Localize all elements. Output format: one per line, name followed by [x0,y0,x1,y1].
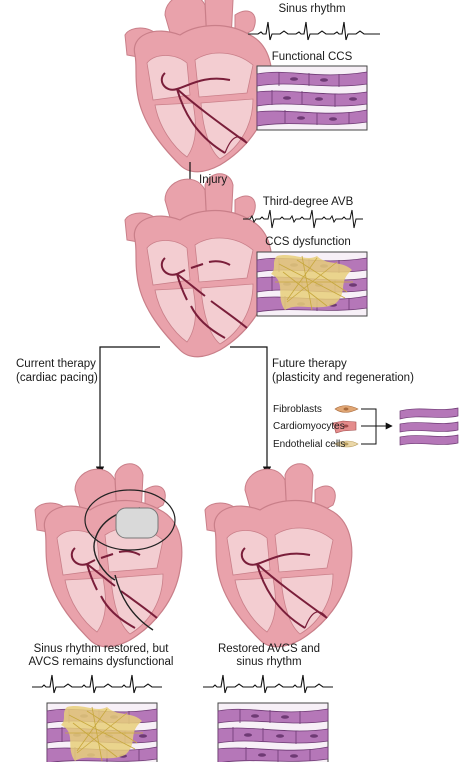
regenerated-fibers [399,407,459,446]
ecg-sinus-top [248,21,380,41]
pacemaker-outline [84,489,176,551]
fibers-bottom-right [217,702,329,762]
label-ccs-dysfunction: CCS dysfunction [265,236,351,248]
label-sinus-rhythm: Sinus rhythm [278,3,346,15]
label-functional-ccs: Functional CCS [271,51,353,63]
cardiomyocyte-cell [332,420,357,434]
label-future-therapy-detail: (plasticity and regeneration) [272,372,414,384]
fibers-functional [256,65,368,131]
label-injury: Injury [199,174,228,186]
label-outcome-left-2: AVCS remains dysfunctional [28,656,174,668]
branch-future [230,346,272,475]
ecg-bottom-right [203,674,333,694]
fibers-bottom-left [46,702,158,762]
heart-healthy [124,0,273,173]
cells-bracket [361,408,377,445]
label-outcome-right-1: Restored AVCS and [217,643,321,655]
heart-paced [34,463,183,648]
label-future-therapy: Future therapy [272,358,347,370]
ecg-avb [243,209,363,229]
label-fibroblasts: Fibroblasts [273,404,322,415]
heart-restored [204,463,353,648]
label-third-degree-avb: Third-degree AVB [262,196,354,208]
pacemaker-device [115,507,159,539]
label-current-therapy: Current therapy [16,358,96,370]
label-outcome-left-1: Sinus rhythm restored, but [33,643,169,655]
heart-injured [124,173,273,358]
fibroblast-cell [334,405,359,413]
label-current-therapy-detail: (cardiac pacing) [16,372,98,384]
label-outcome-right-2: sinus rhythm [236,656,302,668]
ecg-bottom-left [32,674,162,694]
endothelial-cell [334,440,359,448]
branch-current [95,346,160,475]
fibers-dysfunction [256,251,368,317]
label-cardiomyocytes: Cardiomyocytes [273,421,345,432]
label-endothelial-cells: Endothelial cells [273,439,346,450]
